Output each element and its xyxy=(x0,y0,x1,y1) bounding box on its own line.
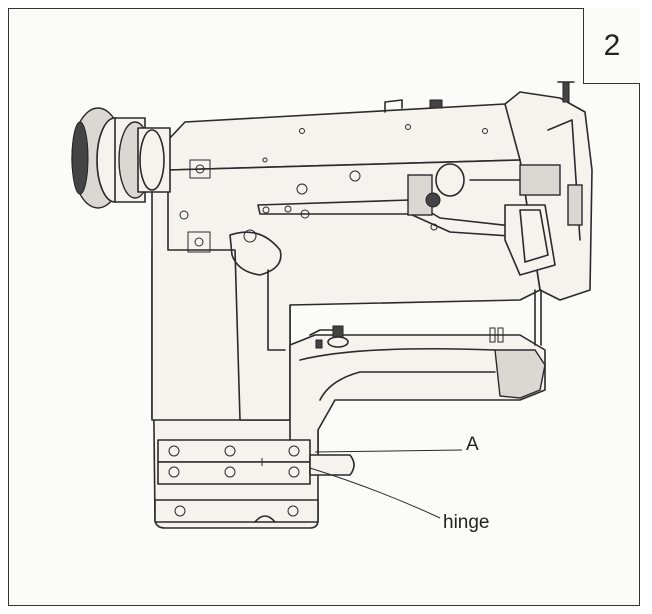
bed-screw xyxy=(327,325,349,348)
callout-a: A xyxy=(466,434,479,455)
hinge-pin xyxy=(309,454,355,476)
leader-line-hinge xyxy=(309,467,441,519)
cylinder-front xyxy=(494,349,546,399)
upper-mechanism xyxy=(407,119,583,276)
callout-hinge: hinge xyxy=(443,512,490,533)
figure-number: 2 xyxy=(603,28,621,62)
handwheel xyxy=(71,107,171,209)
base-foot xyxy=(154,499,319,523)
figure-number-box: 2 xyxy=(583,8,640,84)
machine-arm xyxy=(167,103,521,171)
leader-line-a xyxy=(314,449,463,453)
hinge-plates xyxy=(157,439,311,485)
face-holes xyxy=(179,124,488,253)
